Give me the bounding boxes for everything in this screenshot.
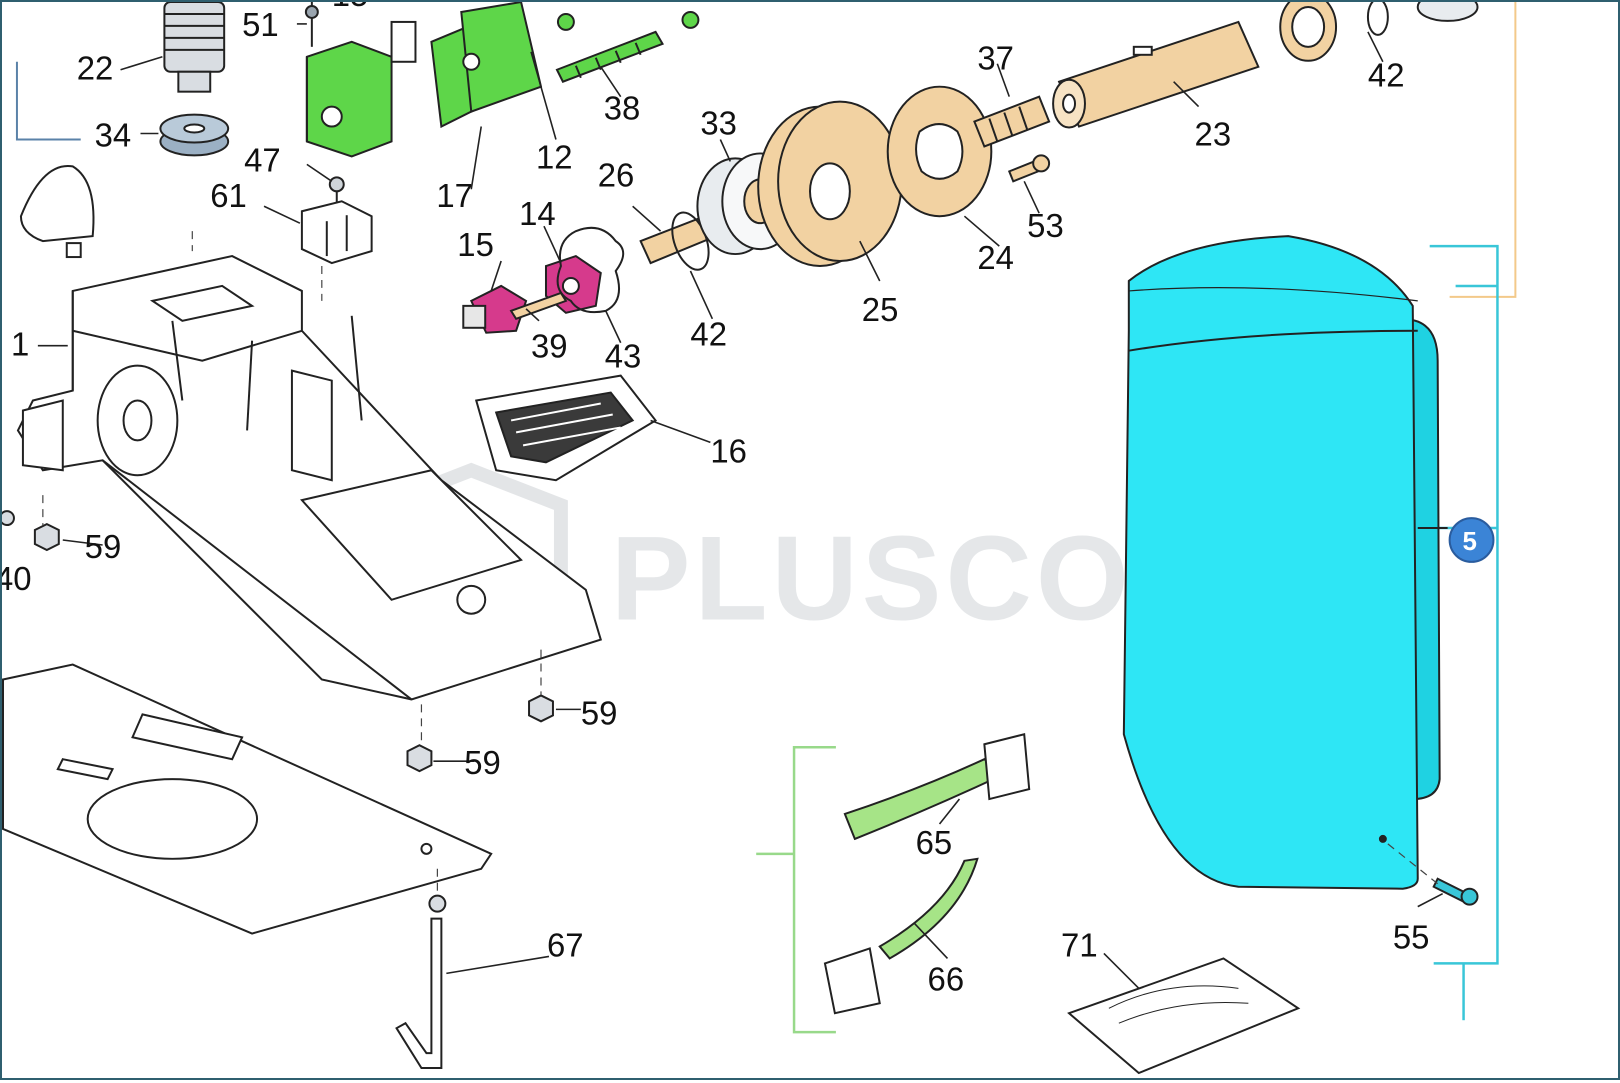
part-manual-71 [1067,957,1301,1075]
bracket-green [756,745,836,1034]
part-knob [19,164,95,259]
part-motor-22 [163,1,226,93]
label-37: 37 [977,40,1014,77]
label-23: 23 [1195,115,1232,152]
part-pinion-15 [462,284,528,334]
label-71: 71 [1061,926,1098,963]
part-bearing-corner [1416,0,1479,22]
label-15-top: 15 [332,2,369,13]
part-green-board-17 [390,0,543,129]
label-55: 55 [1393,918,1430,955]
label-15: 15 [457,226,494,263]
leader-lines [37,23,1448,989]
part-lever-66 [823,857,979,1015]
part-screw-top [556,10,700,31]
part-gear-25 [757,100,903,268]
label-34: 34 [95,116,132,153]
label-26: 26 [598,156,635,193]
part-cover-5 [1122,235,1441,890]
label-22: 22 [77,50,114,87]
part-ring-42b [1366,0,1389,36]
label-14: 14 [519,195,556,232]
part-nut-59c [406,744,433,773]
label-16: 16 [710,432,747,469]
label-24: 24 [977,239,1014,276]
part-screw-55 [1432,877,1479,906]
label-65: 65 [916,824,953,861]
part-bearing-top [1279,0,1338,62]
label-12: 12 [536,138,573,175]
label-39: 39 [531,328,568,365]
label-61: 61 [210,177,247,214]
assembly-badge: 5 [1448,517,1495,563]
label-42-mid: 42 [690,316,727,353]
part-spring-38 [555,30,665,83]
part-screw-51 [304,2,319,47]
label-67: 67 [547,926,584,963]
label-66: 66 [928,960,965,997]
assembly-badge-text: 5 [1463,528,1477,556]
label-59-right: 59 [581,694,618,731]
label-59-bottom: 59 [464,744,501,781]
part-nut-59b [528,694,554,723]
part-spring-37 [973,95,1051,148]
label-47: 47 [244,141,281,178]
part-pin-39 [509,291,568,321]
part-base-plate [2,663,493,935]
label-33: 33 [700,105,737,142]
part-flange-24 [886,85,993,218]
label-51: 51 [242,6,279,43]
part-lever-65 [843,733,1031,841]
part-screw-53 [1007,154,1051,183]
part-housing-1 [16,255,603,701]
bracket-blue [15,61,81,141]
label-17: 17 [436,177,473,214]
label-25: 25 [862,291,899,328]
part-shaft-23 [1052,20,1260,129]
axis-lines [42,231,1439,894]
label-42-top: 42 [1368,57,1405,94]
label-40: 40 [2,560,32,597]
label-38: 38 [604,90,641,127]
bracket-orange [1449,2,1517,298]
part-nut-40 [0,510,15,527]
label-43: 43 [605,338,642,375]
label-1: 1 [11,326,29,363]
part-green-bracket-15 [305,40,393,158]
label-53: 53 [1027,207,1064,244]
label-59-left: 59 [85,528,122,565]
part-screw-47 [328,176,345,207]
part-labels: 51 15 22 34 47 61 17 12 38 33 26 14 15 3… [0,0,1430,997]
part-terminal-61 [300,200,373,265]
part-connector-16 [474,374,658,482]
part-nut-59a [33,522,60,552]
part-anchor-67 [395,894,447,1070]
part-washer-34 [159,113,230,157]
